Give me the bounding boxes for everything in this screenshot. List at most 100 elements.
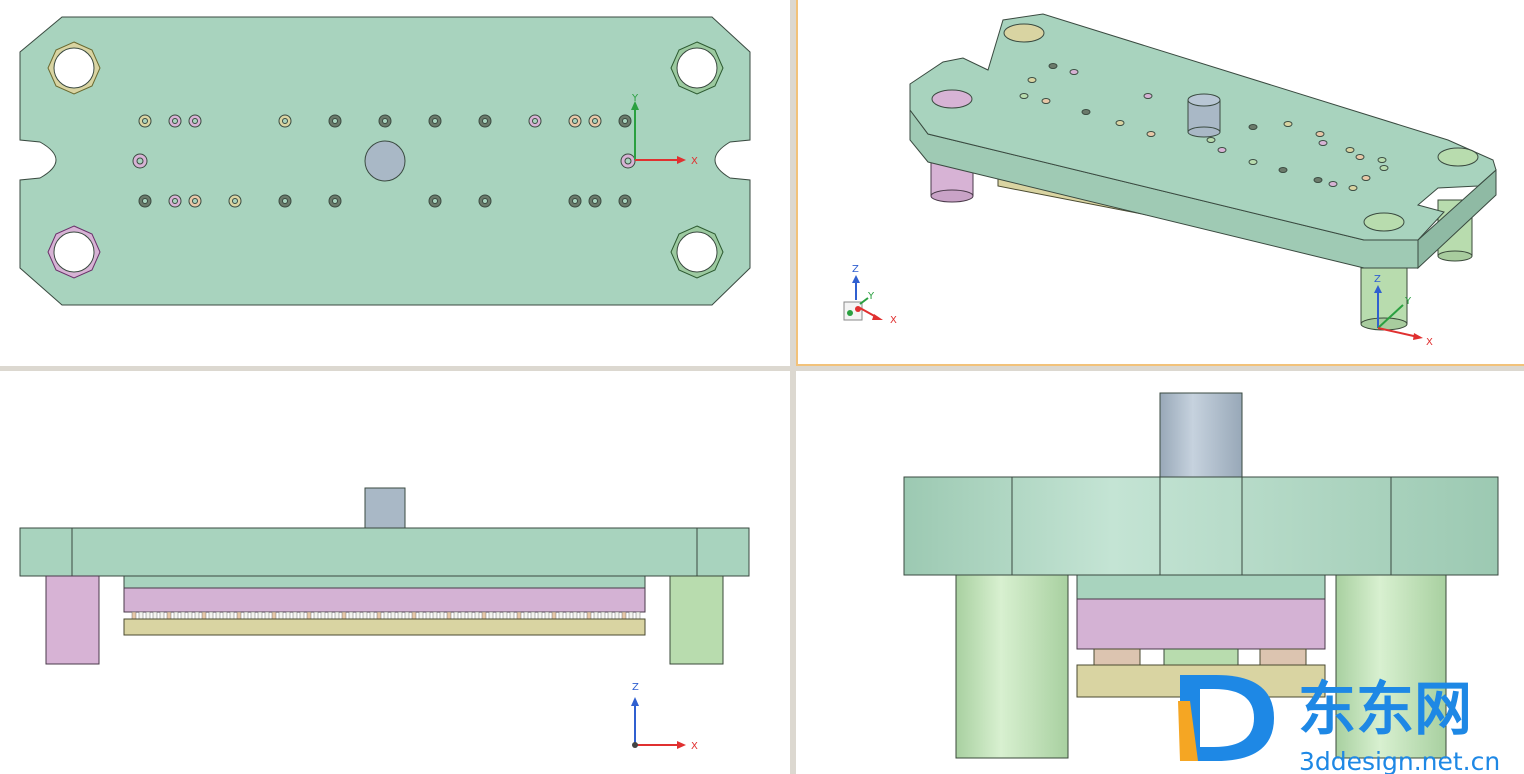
iso-pilot-hole xyxy=(1345,147,1355,153)
iso-pilot-hole xyxy=(1019,93,1029,99)
punch-tooth xyxy=(474,611,480,620)
pilot-hole xyxy=(188,194,202,208)
side-punch[interactable] xyxy=(1159,392,1243,478)
iso-axis-y: Y xyxy=(867,291,875,302)
punch-tooth xyxy=(537,611,543,620)
side-retainer xyxy=(1076,574,1326,600)
viewport-isometric[interactable]: Z Y X Z Y X xyxy=(796,0,1524,366)
center-punch[interactable] xyxy=(364,140,406,182)
punch-tooth xyxy=(229,611,235,620)
punch-tooth xyxy=(334,611,340,620)
iso-pilot-hole xyxy=(1206,137,1216,143)
punch-tooth xyxy=(278,611,284,620)
pilot-hole xyxy=(138,114,152,128)
iso-pilot-hole xyxy=(1377,157,1387,163)
front-pin-right xyxy=(669,575,724,665)
punch-tooth xyxy=(299,611,305,620)
iso-hole-3 xyxy=(1437,147,1479,167)
punch-tooth xyxy=(145,611,151,620)
punch-tooth xyxy=(509,611,515,620)
iso-pilot-hole xyxy=(1115,120,1125,126)
iso-pilot-holes xyxy=(1019,63,1389,191)
punch-tooth xyxy=(348,611,354,620)
punch-tooth xyxy=(215,611,221,620)
side-tooth-2 xyxy=(1163,648,1239,666)
iso-axis-z: Z xyxy=(852,264,859,275)
punch-tooth xyxy=(488,611,494,620)
corner-hole-tl xyxy=(47,41,101,95)
iso-pilot-hole xyxy=(1361,175,1371,181)
pilot-hole xyxy=(428,114,442,128)
front-view-canvas[interactable]: Z X xyxy=(0,371,790,774)
iso-pilot-hole xyxy=(1283,121,1293,127)
front-stripper xyxy=(123,587,646,613)
punch-tooth xyxy=(404,611,410,620)
front-retainer xyxy=(123,575,646,589)
axis-label-x: X xyxy=(691,156,698,167)
punch-tooth xyxy=(327,611,333,620)
iso-axis-x: X xyxy=(890,315,897,326)
iso-pilot-hole xyxy=(1348,185,1358,191)
iso-origin-triad: Z Y X xyxy=(1374,274,1433,348)
watermark-url: 3ddesign.net.cn xyxy=(1299,747,1500,774)
punch-tooth xyxy=(558,611,564,620)
iso-pilot-hole xyxy=(1048,63,1058,69)
splitter-vertical[interactable] xyxy=(790,0,796,774)
punch-tooth xyxy=(201,611,207,620)
punch-tooth xyxy=(306,611,312,620)
side-plate[interactable] xyxy=(903,476,1499,576)
viewport-front[interactable]: Z X xyxy=(0,371,790,774)
iso-pilot-hole xyxy=(1217,147,1227,153)
iso-punch[interactable] xyxy=(1187,93,1221,138)
punch-tooth xyxy=(502,611,508,620)
watermark-brand: 东东网 xyxy=(1298,675,1472,743)
punch-tooth xyxy=(600,611,606,620)
front-punch-teeth xyxy=(131,611,641,620)
isometric-view-canvas[interactable]: Z Y X Z Y X xyxy=(798,0,1524,366)
pilot-hole xyxy=(568,114,582,128)
view-cube[interactable]: Z Y X xyxy=(843,264,897,326)
side-pin-right xyxy=(1335,574,1447,759)
punch-tooth xyxy=(635,611,641,620)
pilot-hole xyxy=(568,194,582,208)
punch-tooth xyxy=(187,611,193,620)
pilot-hole xyxy=(328,194,342,208)
punch-tooth xyxy=(572,611,578,620)
side-stripper xyxy=(1076,598,1326,650)
axis-label-y: Y xyxy=(631,93,639,104)
punch-tooth xyxy=(250,611,256,620)
pilot-hole xyxy=(278,114,292,128)
side-tooth-3 xyxy=(1259,648,1307,666)
punch-tooth xyxy=(495,611,501,620)
pilot-hole xyxy=(138,194,152,208)
front-pin-left xyxy=(45,575,100,665)
punch-tooth xyxy=(264,611,270,620)
splitter-horizontal[interactable] xyxy=(0,366,1524,371)
front-punch[interactable] xyxy=(364,487,406,529)
pilot-hole xyxy=(588,194,602,208)
punch-tooth xyxy=(460,611,466,620)
punch-tooth xyxy=(208,611,214,620)
front-plate[interactable] xyxy=(19,527,750,577)
iso-pilot-hole xyxy=(1315,131,1325,137)
iso-hole-2 xyxy=(931,89,973,109)
side-view-canvas[interactable]: 东东网 3ddesign.net.cn xyxy=(796,371,1524,774)
punch-tooth xyxy=(236,611,242,620)
punch-tooth xyxy=(390,611,396,620)
side-pin-left xyxy=(955,574,1069,759)
punch-tooth xyxy=(446,611,452,620)
punch-tooth xyxy=(418,611,424,620)
punch-tooth xyxy=(243,611,249,620)
punch-tooth xyxy=(152,611,158,620)
iso-pilot-hole xyxy=(1379,165,1389,171)
top-view-canvas[interactable]: Y X xyxy=(0,0,790,366)
punch-tooth xyxy=(138,611,144,620)
punch-tooth xyxy=(551,611,557,620)
punch-tooth xyxy=(621,611,627,620)
iso-pin-right-front xyxy=(1360,267,1408,331)
viewport-side[interactable]: 东东网 3ddesign.net.cn xyxy=(796,371,1524,774)
punch-tooth xyxy=(369,611,375,620)
punch-tooth xyxy=(565,611,571,620)
viewport-top[interactable]: Y X xyxy=(0,0,790,366)
watermark: 东东网 3ddesign.net.cn xyxy=(1178,675,1500,774)
